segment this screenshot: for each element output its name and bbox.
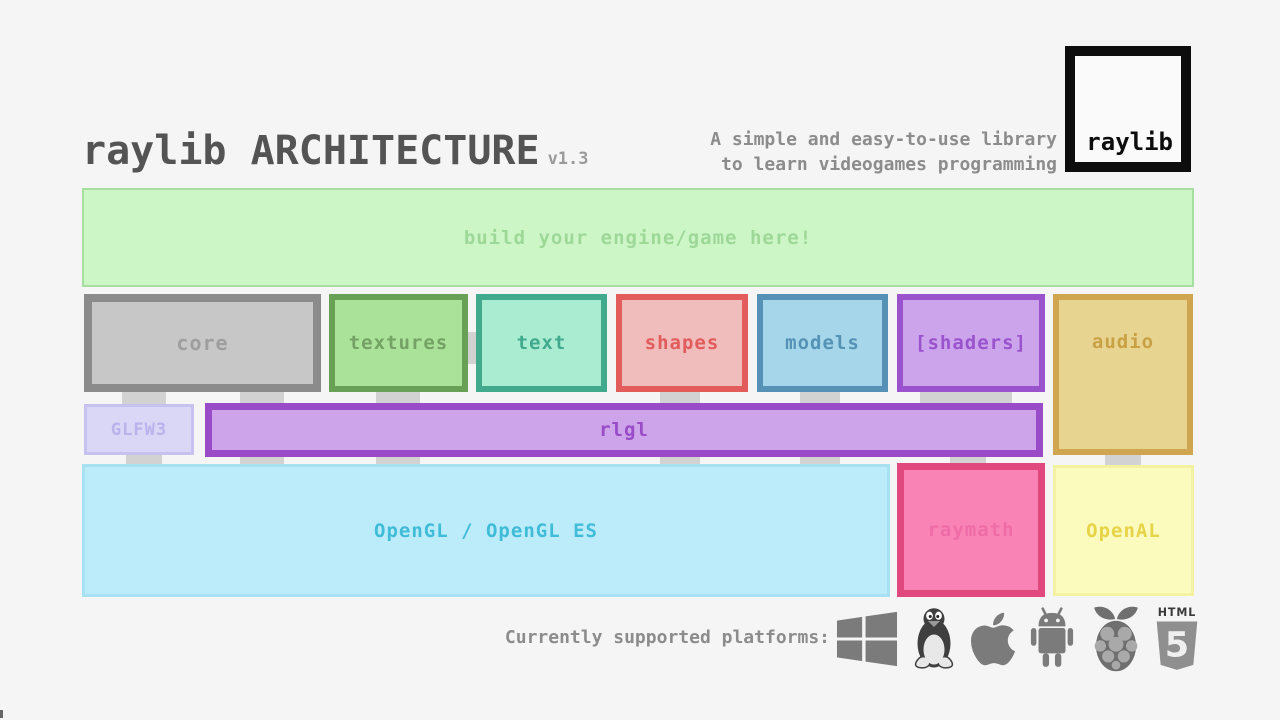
- svg-text:5: 5: [1165, 625, 1189, 666]
- version-label: v1.3: [547, 149, 589, 169]
- connector: [240, 388, 284, 406]
- block-textures: textures: [329, 294, 468, 392]
- block-rlgl-label: rlgl: [599, 419, 649, 441]
- block-shaders: [shaders]: [897, 294, 1045, 392]
- block-shaders-label: [shaders]: [915, 332, 1027, 354]
- block-raymath-label: raymath: [927, 519, 1015, 541]
- connector: [466, 332, 476, 364]
- block-shapes: shapes: [616, 294, 748, 392]
- connector: [800, 388, 840, 406]
- raspberry-pi-icon: [1088, 605, 1144, 673]
- title-text: raylib ARCHITECTURE: [82, 128, 540, 174]
- html5-icon: HTML 5: [1153, 605, 1201, 673]
- block-engine-label: build your engine/game here!: [463, 226, 813, 249]
- block-rlgl: rlgl: [205, 403, 1043, 457]
- windows-icon: [836, 607, 898, 671]
- connector: [126, 452, 162, 466]
- block-core: core: [84, 294, 321, 392]
- block-models-label: models: [785, 332, 860, 354]
- block-glfw3-label: GLFW3: [110, 419, 168, 440]
- tagline-line1: A simple and easy-to-use library: [710, 129, 1057, 150]
- block-audio: audio: [1053, 294, 1193, 455]
- connector: [660, 388, 700, 406]
- block-raymath: raymath: [897, 463, 1045, 597]
- connector: [376, 388, 420, 406]
- raylib-logo: raylib: [1065, 46, 1191, 172]
- block-audio-label: audio: [1091, 331, 1155, 353]
- tagline-line2: to learn videogames programming: [721, 154, 1057, 175]
- block-openal: OpenAL: [1053, 465, 1194, 596]
- block-text: text: [476, 294, 607, 392]
- block-glfw3: GLFW3: [84, 404, 194, 455]
- block-engine: build your engine/game here!: [82, 188, 1194, 287]
- block-opengl: OpenGL / OpenGL ES: [82, 464, 890, 597]
- logo-text: raylib: [1086, 128, 1173, 156]
- linux-icon: [907, 605, 961, 673]
- block-textures-label: textures: [348, 332, 449, 354]
- block-shapes-label: shapes: [644, 332, 720, 354]
- block-openal-label: OpenAL: [1086, 519, 1161, 542]
- screen-artifact: [0, 710, 3, 718]
- page-title: raylib ARCHITECTURE v1.3: [82, 128, 589, 174]
- block-opengl-label: OpenGL / OpenGL ES: [374, 519, 598, 542]
- block-core-label: core: [176, 331, 229, 355]
- platform-icons-row: HTML 5: [836, 602, 1201, 676]
- connector: [920, 388, 1012, 406]
- block-models: models: [757, 294, 888, 392]
- apple-icon: [970, 609, 1016, 669]
- block-text-label: text: [516, 332, 567, 354]
- platforms-label: Currently supported platforms:: [504, 627, 830, 648]
- connector: [122, 388, 166, 406]
- android-icon: [1025, 606, 1079, 672]
- svg-text:HTML: HTML: [1158, 606, 1197, 619]
- tagline: A simple and easy-to-use library to learn…: [710, 127, 1057, 177]
